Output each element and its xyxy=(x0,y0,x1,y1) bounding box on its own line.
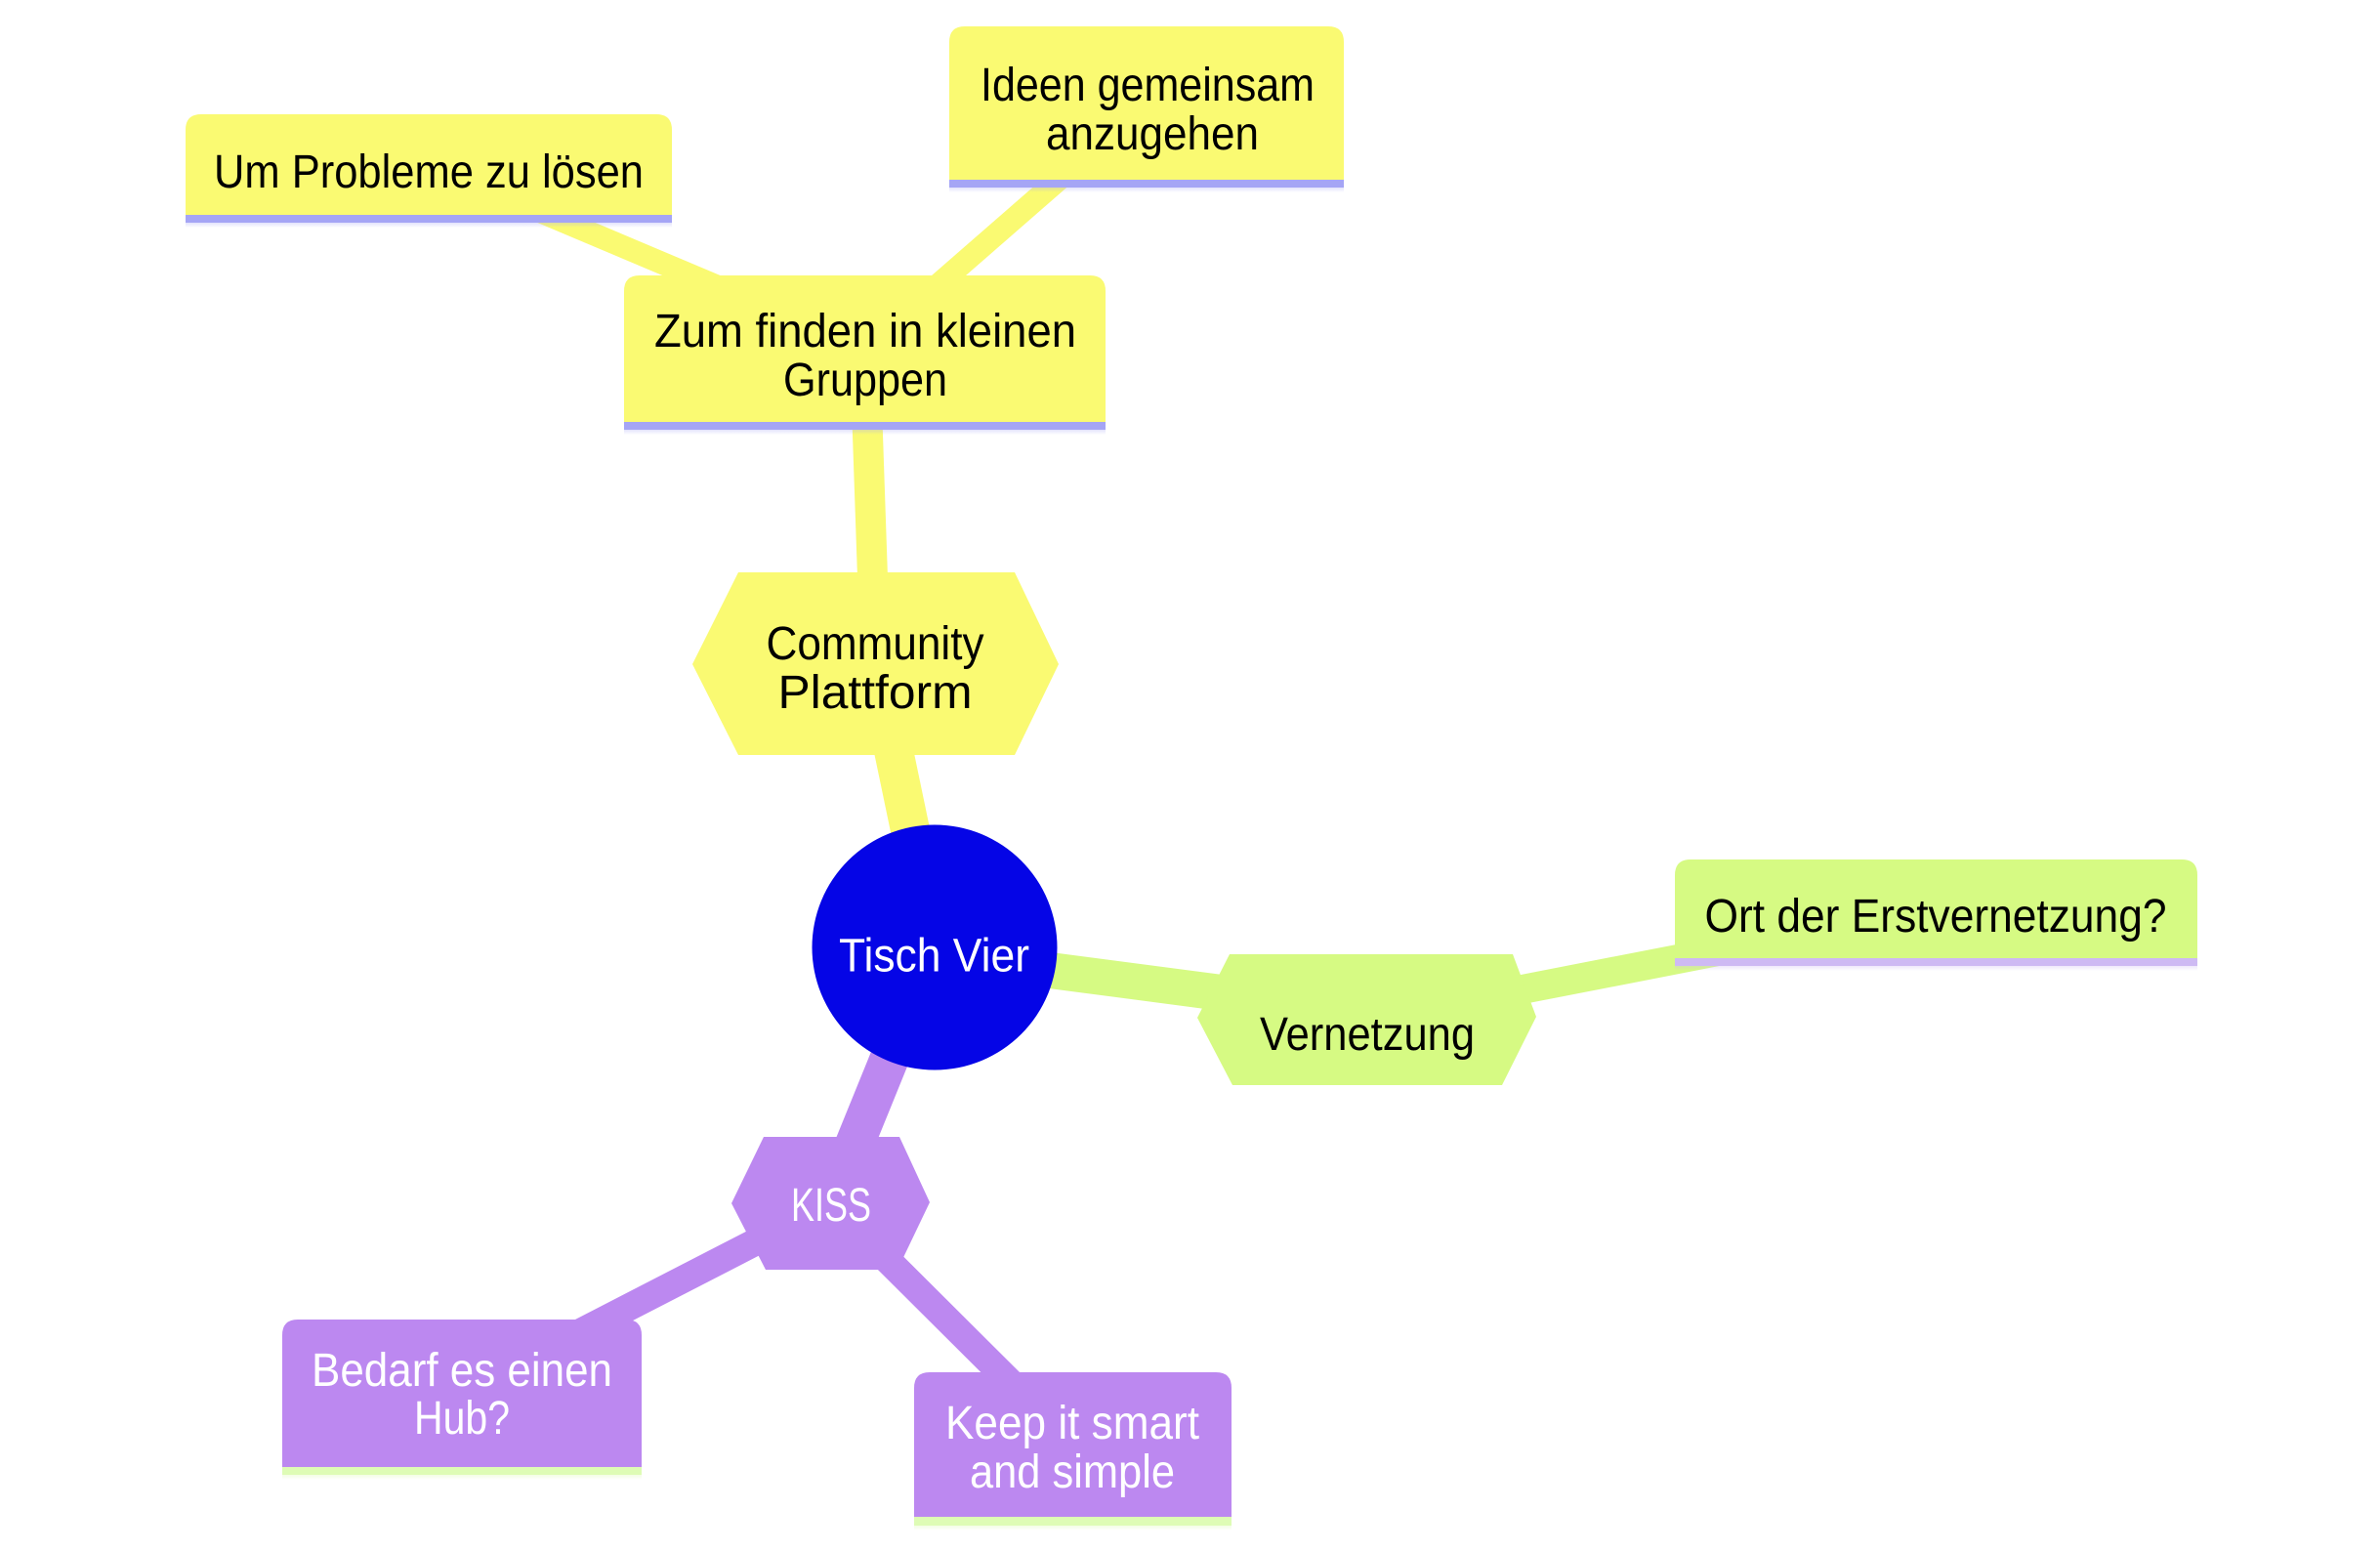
svg-text:Ort der Erstvernetzung?: Ort der Erstvernetzung? xyxy=(1705,891,2167,943)
svg-text:Bedarf es einen: Bedarf es einen xyxy=(312,1345,612,1397)
svg-text:Tisch Vier: Tisch Vier xyxy=(839,931,1029,983)
svg-text:Hub?: Hub? xyxy=(414,1393,510,1445)
svg-text:Zum finden in kleinen: Zum finden in kleinen xyxy=(654,306,1076,357)
svg-text:Keep it smart: Keep it smart xyxy=(945,1398,1199,1449)
svg-text:Gruppen: Gruppen xyxy=(783,355,947,406)
svg-text:anzugehen: anzugehen xyxy=(1046,108,1259,160)
svg-text:Ideen gemeinsam: Ideen gemeinsam xyxy=(981,60,1315,111)
svg-text:Plattform: Plattform xyxy=(778,667,973,719)
svg-text:Um Probleme zu lösen: Um Probleme zu lösen xyxy=(214,147,644,198)
svg-text:KISS: KISS xyxy=(791,1180,871,1232)
svg-text:Community: Community xyxy=(767,618,984,670)
svg-text:and simple: and simple xyxy=(970,1446,1175,1498)
svg-text:Vernetzung: Vernetzung xyxy=(1260,1009,1475,1061)
